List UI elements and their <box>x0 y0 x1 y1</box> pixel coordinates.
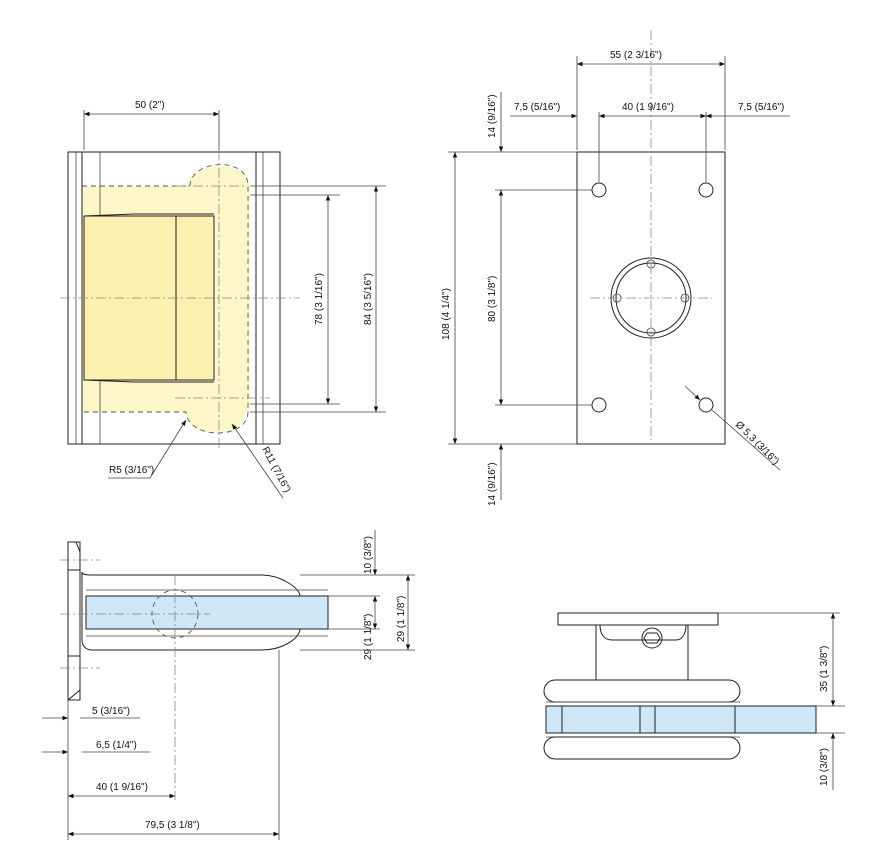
dim-plate-40: 40 (1 9/16") <box>622 102 674 113</box>
mounting-hole <box>591 397 607 413</box>
dim-front-84: 84 (3 5/16") <box>363 273 374 325</box>
dim-top-5: 5 (3/16") <box>92 706 130 717</box>
side-view <box>543 612 817 760</box>
dim-hole-dia: Ø 5,3 (3/16") <box>733 419 781 467</box>
dim-side-35: 35 (1 3/8") <box>819 646 830 692</box>
dim-top-65: 6,5 (1/4") <box>96 740 137 751</box>
dim-side-10: 10 (3/8") <box>819 748 830 786</box>
dim-plate-80: 80 (3 1/8") <box>487 276 498 322</box>
dim-plate-edge-right: 7,5 (5/16") <box>738 102 784 113</box>
dim-plate-edge-left: 7,5 (5/16") <box>514 102 560 113</box>
screw-head <box>641 627 663 649</box>
dim-r5: R5 (3/16") <box>109 465 154 476</box>
glass-panel <box>85 595 329 630</box>
top-view <box>60 541 329 800</box>
wall-plate <box>67 541 81 701</box>
dim-top-29: 29 (1 1/8") <box>363 614 374 660</box>
dim-plate-top14: 14 (9/16") <box>487 94 498 138</box>
dim-top-40: 40 (1 9/16") <box>96 782 148 793</box>
dim-top-29-outer: 29 (1 1/8") <box>396 596 407 642</box>
hex-socket-icon <box>643 632 661 644</box>
dim-front-width: 50 (2") <box>135 100 165 111</box>
mounting-hole <box>698 182 714 198</box>
dim-plate-bottom14: 14 (9/16") <box>487 462 498 506</box>
top-dimensions: 29 (1 1/8") 10 (3/8") 29 (1 1/8") 5 (3/1… <box>42 530 415 840</box>
dim-plate-55: 55 (2 3/16") <box>610 50 662 61</box>
mounting-hole <box>698 397 714 413</box>
mounting-hole <box>591 182 607 198</box>
dim-plate-108: 108 (4 1/4") <box>441 288 452 340</box>
dim-front-78: 78 (3 1/16") <box>314 273 325 325</box>
side-wall-plate <box>557 612 719 626</box>
side-glass-panel <box>545 705 817 734</box>
dim-top-10: 10 (3/8") <box>363 536 374 574</box>
mounting-plate-view <box>576 30 726 445</box>
front-view <box>60 150 300 450</box>
side-dimensions: 35 (1 3/8") 10 (3/8") <box>718 612 845 790</box>
dim-top-795: 79,5 (3 1/8") <box>145 820 200 831</box>
plate-dimensions: 55 (2 3/16") 40 (1 9/16") 7,5 (5/16") 7,… <box>441 50 790 506</box>
